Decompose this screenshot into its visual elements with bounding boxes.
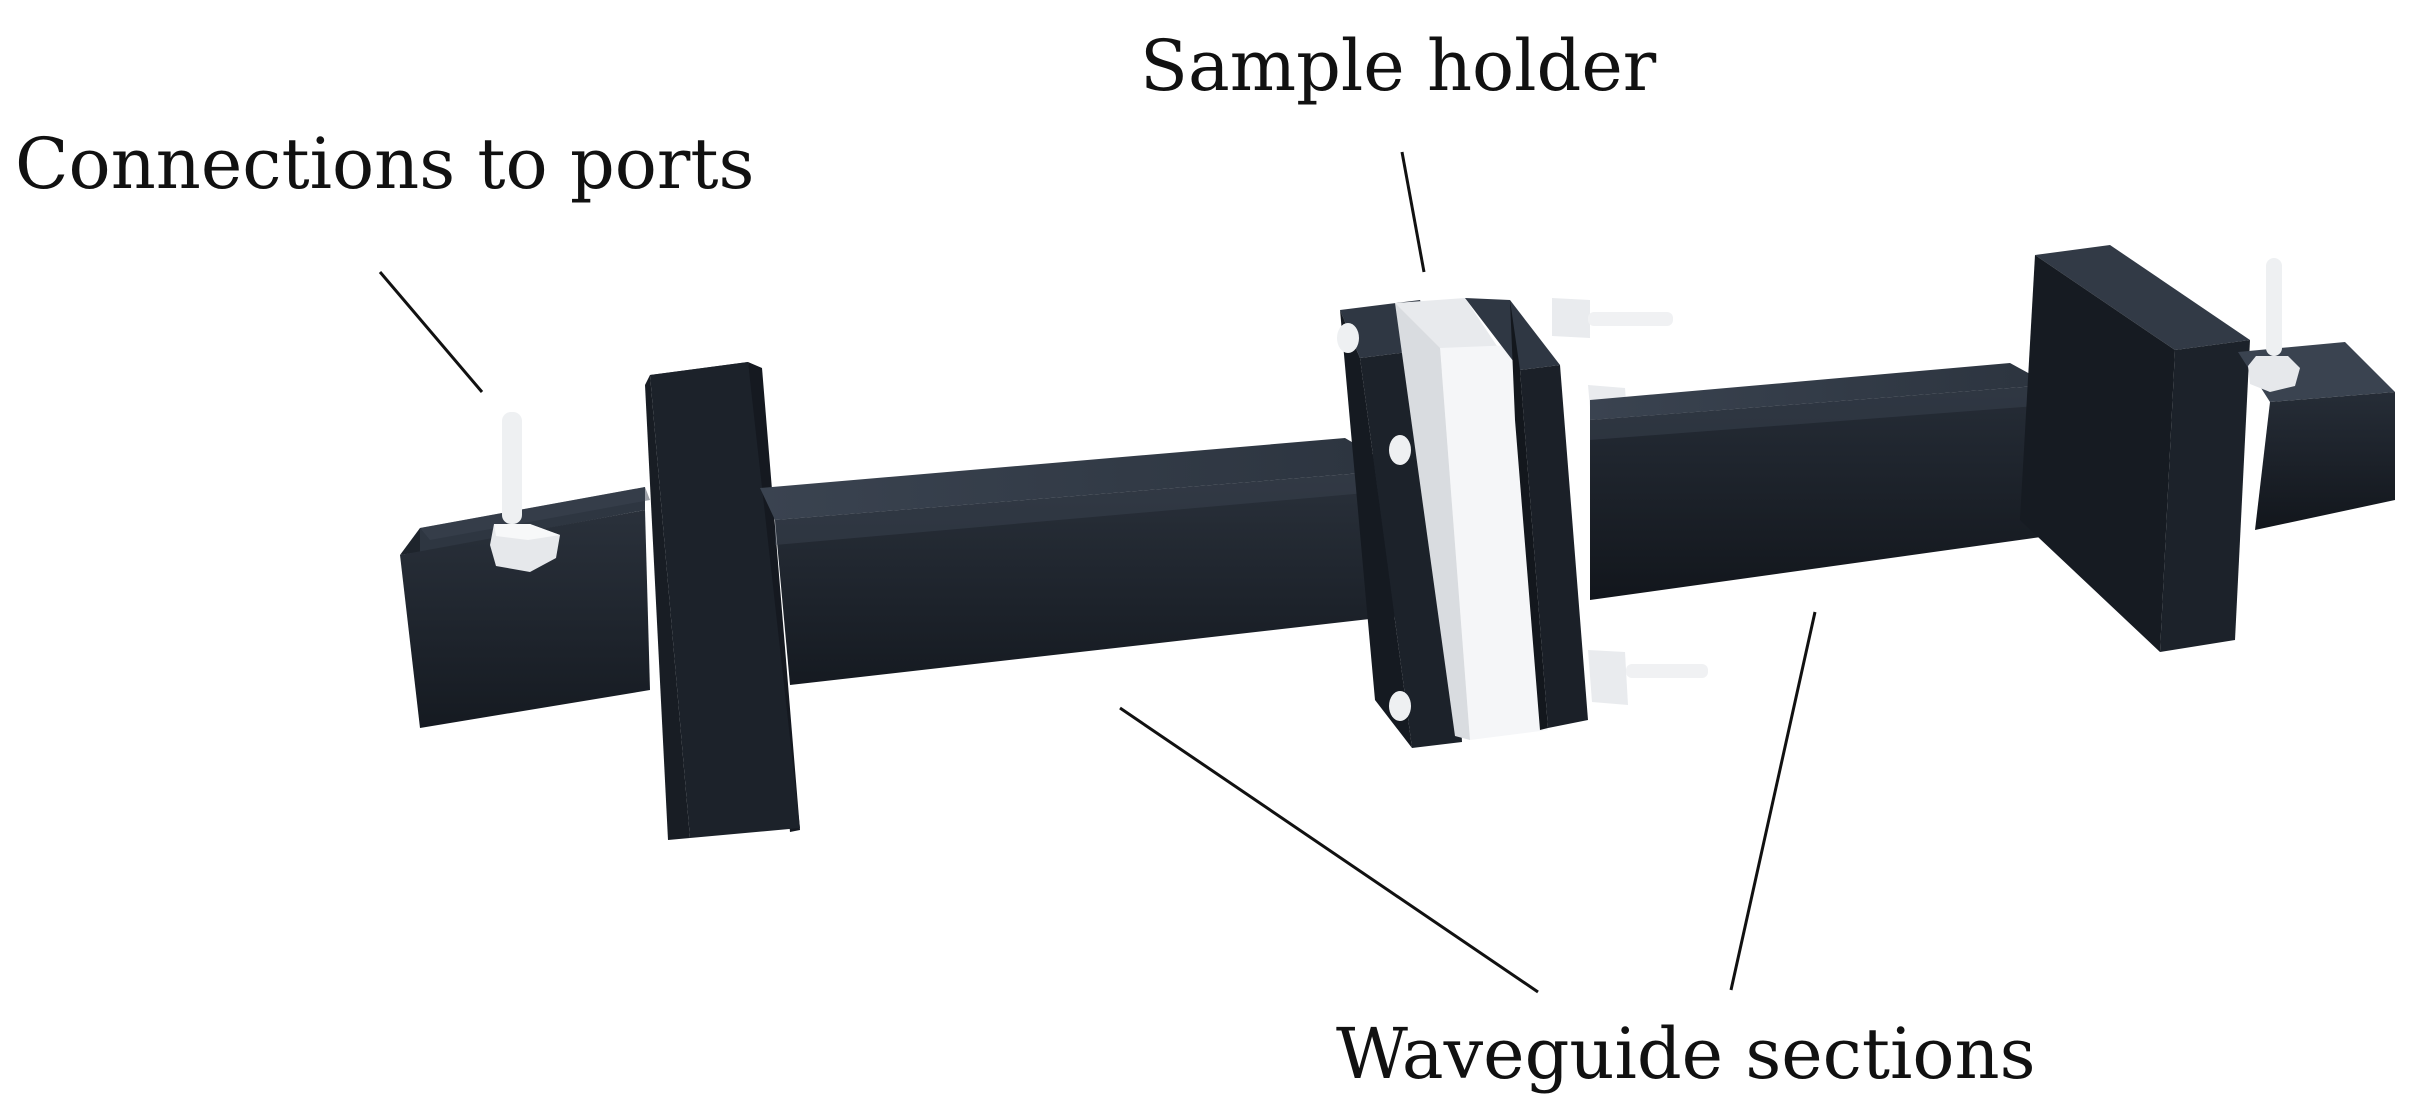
left-port-connector-icon [490,412,560,572]
sample-holder-label: Sample holder [1140,25,1657,107]
holder-screw-head-icon [1389,691,1411,721]
holder-screw-bottom [1588,650,1708,705]
sample-holder-leader-line [1400,151,1426,273]
waveguide-sections-label: Waveguide sections [1336,1013,2036,1095]
holder-screw-head-icon [1389,435,1411,465]
sample-holder [1337,298,1710,748]
connections-leader-line [378,271,484,393]
right-waveguide-section [1590,363,2055,600]
right-flange [2020,245,2250,652]
connections-label: Connections to ports [15,123,754,205]
waveguide-leader-line-left [1119,706,1539,994]
holder-screw-top [1552,298,1673,338]
left-waveguide-section [760,438,1405,685]
left-port-block [400,487,650,728]
holder-screw-head-icon [1337,323,1359,353]
left-flange [645,362,800,840]
waveguide-leader-line-right [1729,611,1817,991]
right-port-connector-icon [2248,258,2300,392]
